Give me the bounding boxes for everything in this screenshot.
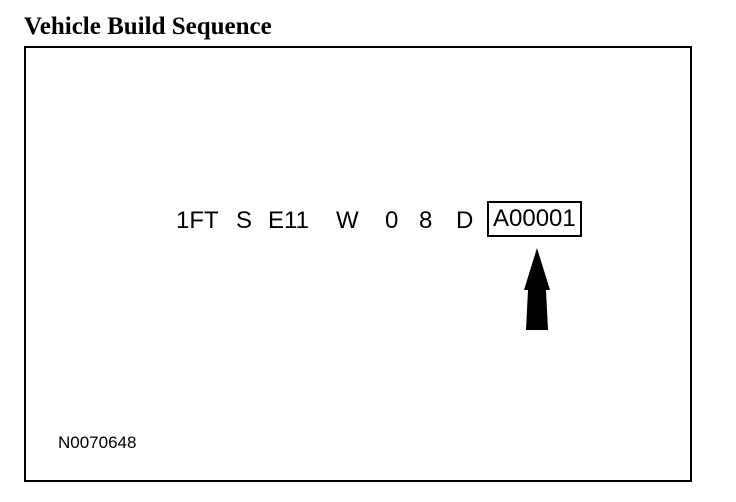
figure-id: N0070648 (58, 433, 137, 452)
page-title: Vehicle Build Sequence (24, 13, 272, 40)
vin-serial-number-box: A00001 (487, 201, 582, 237)
vin-segment-plant: D (456, 207, 474, 234)
vin-segment-model: E11 (268, 207, 309, 234)
vin-segment-check-digit: 0 (385, 207, 399, 234)
vin-segment-wmi: 1FT (176, 207, 219, 234)
vin-segment-engine: W (336, 207, 359, 234)
vin-segment-restraint: S (236, 207, 253, 234)
diagram-frame: 1FT S E11 W 0 8 D A00001 N0070648 (24, 46, 692, 482)
up-arrow-icon (524, 248, 550, 330)
vin-segment-model-year: 8 (419, 207, 433, 234)
